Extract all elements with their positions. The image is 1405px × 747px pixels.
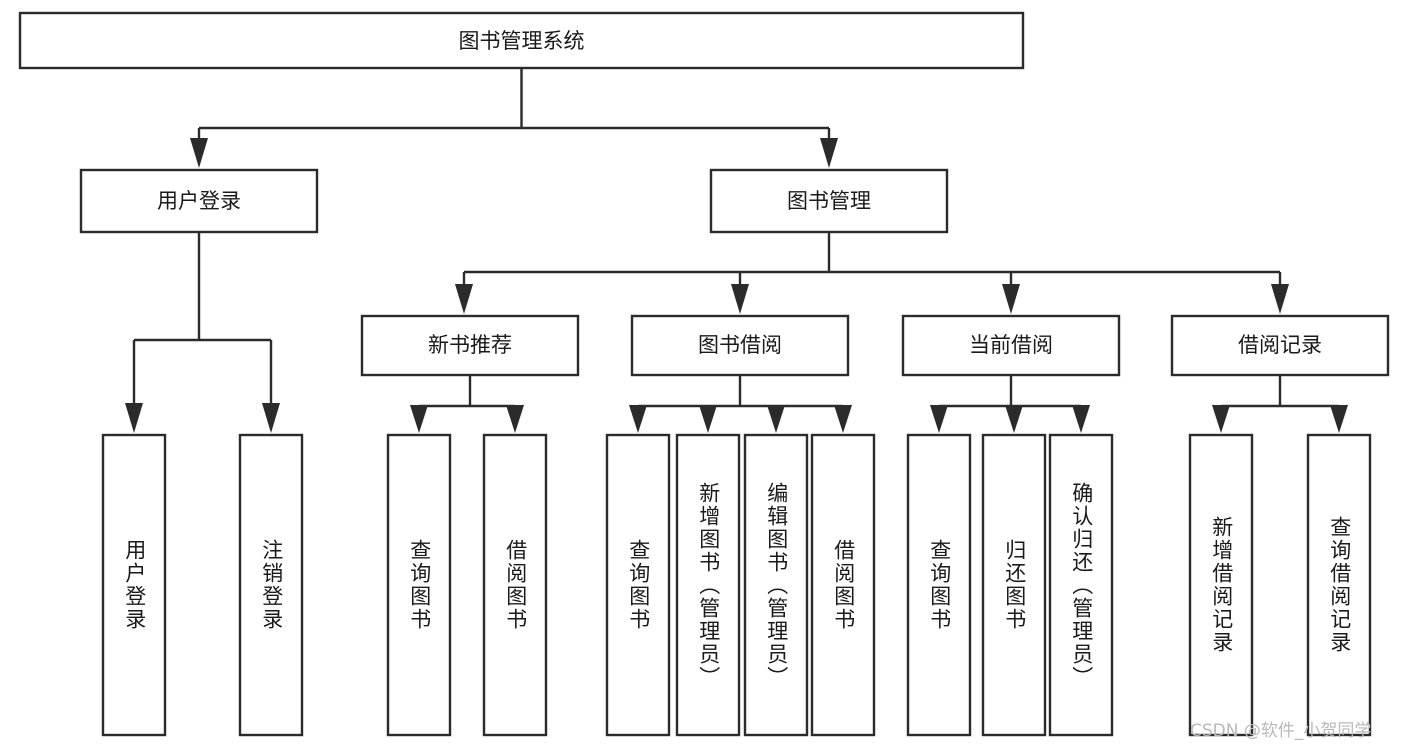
node-leaf-edit-book-box[interactable] xyxy=(743,433,809,737)
node-leaf-query-book-1-box[interactable] xyxy=(386,433,452,737)
arrow-head-current-borrow xyxy=(1002,284,1020,314)
node-leaf-user-login-box[interactable] xyxy=(101,433,167,737)
arrow-head-user-login xyxy=(190,138,208,168)
arrow-head-leaf-user-logout xyxy=(262,403,280,433)
node-leaf-borrow-book-2-box[interactable] xyxy=(810,433,876,737)
connector-group-book-borrow-to-leaves xyxy=(629,375,852,433)
node-book-borrow-label: 图书借阅 xyxy=(698,333,782,357)
node-borrow-record[interactable]: 借阅记录 xyxy=(1170,314,1390,377)
arrow-head-leaf-edit-book xyxy=(767,405,785,433)
node-current-borrow[interactable]: 当前借阅 xyxy=(901,314,1121,377)
node-book-manage-box[interactable] xyxy=(709,168,949,234)
node-user-login-label: 用户登录 xyxy=(157,189,241,213)
node-user-login[interactable]: 用户登录 xyxy=(79,168,319,234)
connector-group-book-manage-to-level3 xyxy=(455,232,1289,314)
node-leaf-return-book-box[interactable] xyxy=(981,433,1047,737)
arrow-head-book-borrow xyxy=(731,284,749,314)
node-leaf-query-book-3-box[interactable] xyxy=(906,433,972,737)
connector-group-borrow-record-to-leaves xyxy=(1212,375,1348,433)
connector-group-user-login-to-leaves xyxy=(125,232,280,433)
node-user-login-box[interactable] xyxy=(79,168,319,234)
node-book-manage[interactable]: 图书管理 xyxy=(709,168,949,234)
arrow-head-leaf-add-record xyxy=(1212,405,1230,433)
arrow-head-leaf-query-book-2 xyxy=(629,405,647,433)
arrow-head-leaf-user-login xyxy=(125,403,143,433)
node-book-borrow-box[interactable] xyxy=(630,314,850,377)
node-root-label: 图书管理系统 xyxy=(459,29,585,53)
node-leaf-add-record-box[interactable] xyxy=(1188,433,1254,737)
arrow-head-borrow-record xyxy=(1271,284,1289,314)
node-book-manage-label: 图书管理 xyxy=(787,189,871,213)
arrow-head-leaf-borrow-book-1 xyxy=(506,405,524,433)
arrow-head-leaf-borrow-book-2 xyxy=(834,405,852,433)
node-borrow-record-box[interactable] xyxy=(1170,314,1390,377)
connector-group-current-borrow-to-leaves xyxy=(930,375,1090,433)
arrow-head-leaf-query-book-3 xyxy=(930,405,948,433)
node-root[interactable]: 图书管理系统 xyxy=(18,11,1025,70)
connector-group-root-to-level2 xyxy=(190,68,838,168)
arrow-head-leaf-add-book xyxy=(699,405,717,433)
node-leaf-borrow-book-1-box[interactable] xyxy=(482,433,548,737)
node-leaf-query-book-2-box[interactable] xyxy=(605,433,671,737)
arrow-head-leaf-query-book-1 xyxy=(410,405,428,433)
node-leaf-add-book-box[interactable] xyxy=(675,433,741,737)
node-leaf-confirm-return-box[interactable] xyxy=(1048,433,1114,737)
connector-group-new-book-recommend-to-leaves xyxy=(410,375,524,433)
arrow-head-new-book-recommend xyxy=(455,284,473,314)
csdn-watermark: CSDN @软件_小贺同学 xyxy=(1190,721,1372,741)
arrow-head-leaf-query-record xyxy=(1330,405,1348,433)
node-current-borrow-box[interactable] xyxy=(901,314,1121,377)
arrow-head-book-manage xyxy=(820,138,838,168)
node-new-book-recommend-label: 新书推荐 xyxy=(428,333,512,357)
node-leaf-query-record-box[interactable] xyxy=(1306,433,1372,737)
node-borrow-record-label: 借阅记录 xyxy=(1238,333,1322,357)
node-book-borrow[interactable]: 图书借阅 xyxy=(630,314,850,377)
node-root-box[interactable] xyxy=(18,11,1025,70)
node-new-book-recommend[interactable]: 新书推荐 xyxy=(360,314,580,377)
node-leaf-user-logout-box[interactable] xyxy=(238,433,304,737)
node-current-borrow-label: 当前借阅 xyxy=(969,333,1053,357)
arrow-head-leaf-confirm-return xyxy=(1072,405,1090,433)
node-new-book-recommend-box[interactable] xyxy=(360,314,580,377)
arrow-head-leaf-return-book xyxy=(1005,405,1023,433)
leaf-boxes xyxy=(101,433,1372,737)
